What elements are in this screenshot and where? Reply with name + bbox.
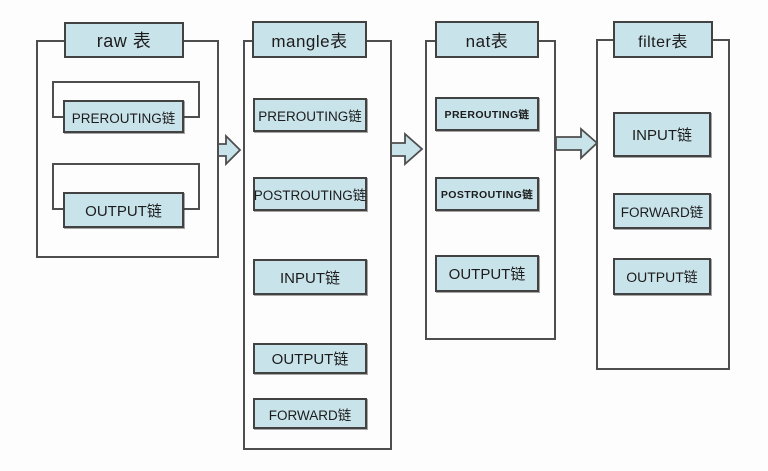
arrow-right-raw-to-mangle-icon <box>217 133 242 167</box>
nat-chain-output: OUTPUT链 <box>435 255 539 292</box>
mangle-chain-prerouting: PREROUTING链 <box>253 98 367 132</box>
arrow-right-nat-to-filter-icon <box>555 127 599 161</box>
mangle-chain-input: INPUT链 <box>253 259 367 295</box>
mangle-table-title: mangle表 <box>252 21 367 58</box>
nat-chain-postrouting: POSTROUTING链 <box>435 177 539 211</box>
raw-table-title: raw 表 <box>64 22 184 58</box>
filter-chain-input: INPUT链 <box>613 112 711 157</box>
raw-chain-prerouting: PREROUTING链 <box>63 100 184 133</box>
mangle-chain-forward: FORWARD链 <box>253 398 367 429</box>
raw-chain-output: OUTPUT链 <box>63 192 184 228</box>
filter-table-title: filter表 <box>613 21 713 58</box>
arrow-right-mangle-to-nat-icon <box>390 132 424 166</box>
nat-chain-prerouting: PREROUTING链 <box>435 97 539 131</box>
filter-chain-forward: FORWARD链 <box>613 193 711 229</box>
filter-chain-output: OUTPUT链 <box>613 258 711 295</box>
mangle-chain-output: OUTPUT链 <box>253 343 367 374</box>
mangle-chain-postrouting: POSTROUTING链 <box>253 177 367 211</box>
nat-table-title: nat表 <box>435 21 539 58</box>
